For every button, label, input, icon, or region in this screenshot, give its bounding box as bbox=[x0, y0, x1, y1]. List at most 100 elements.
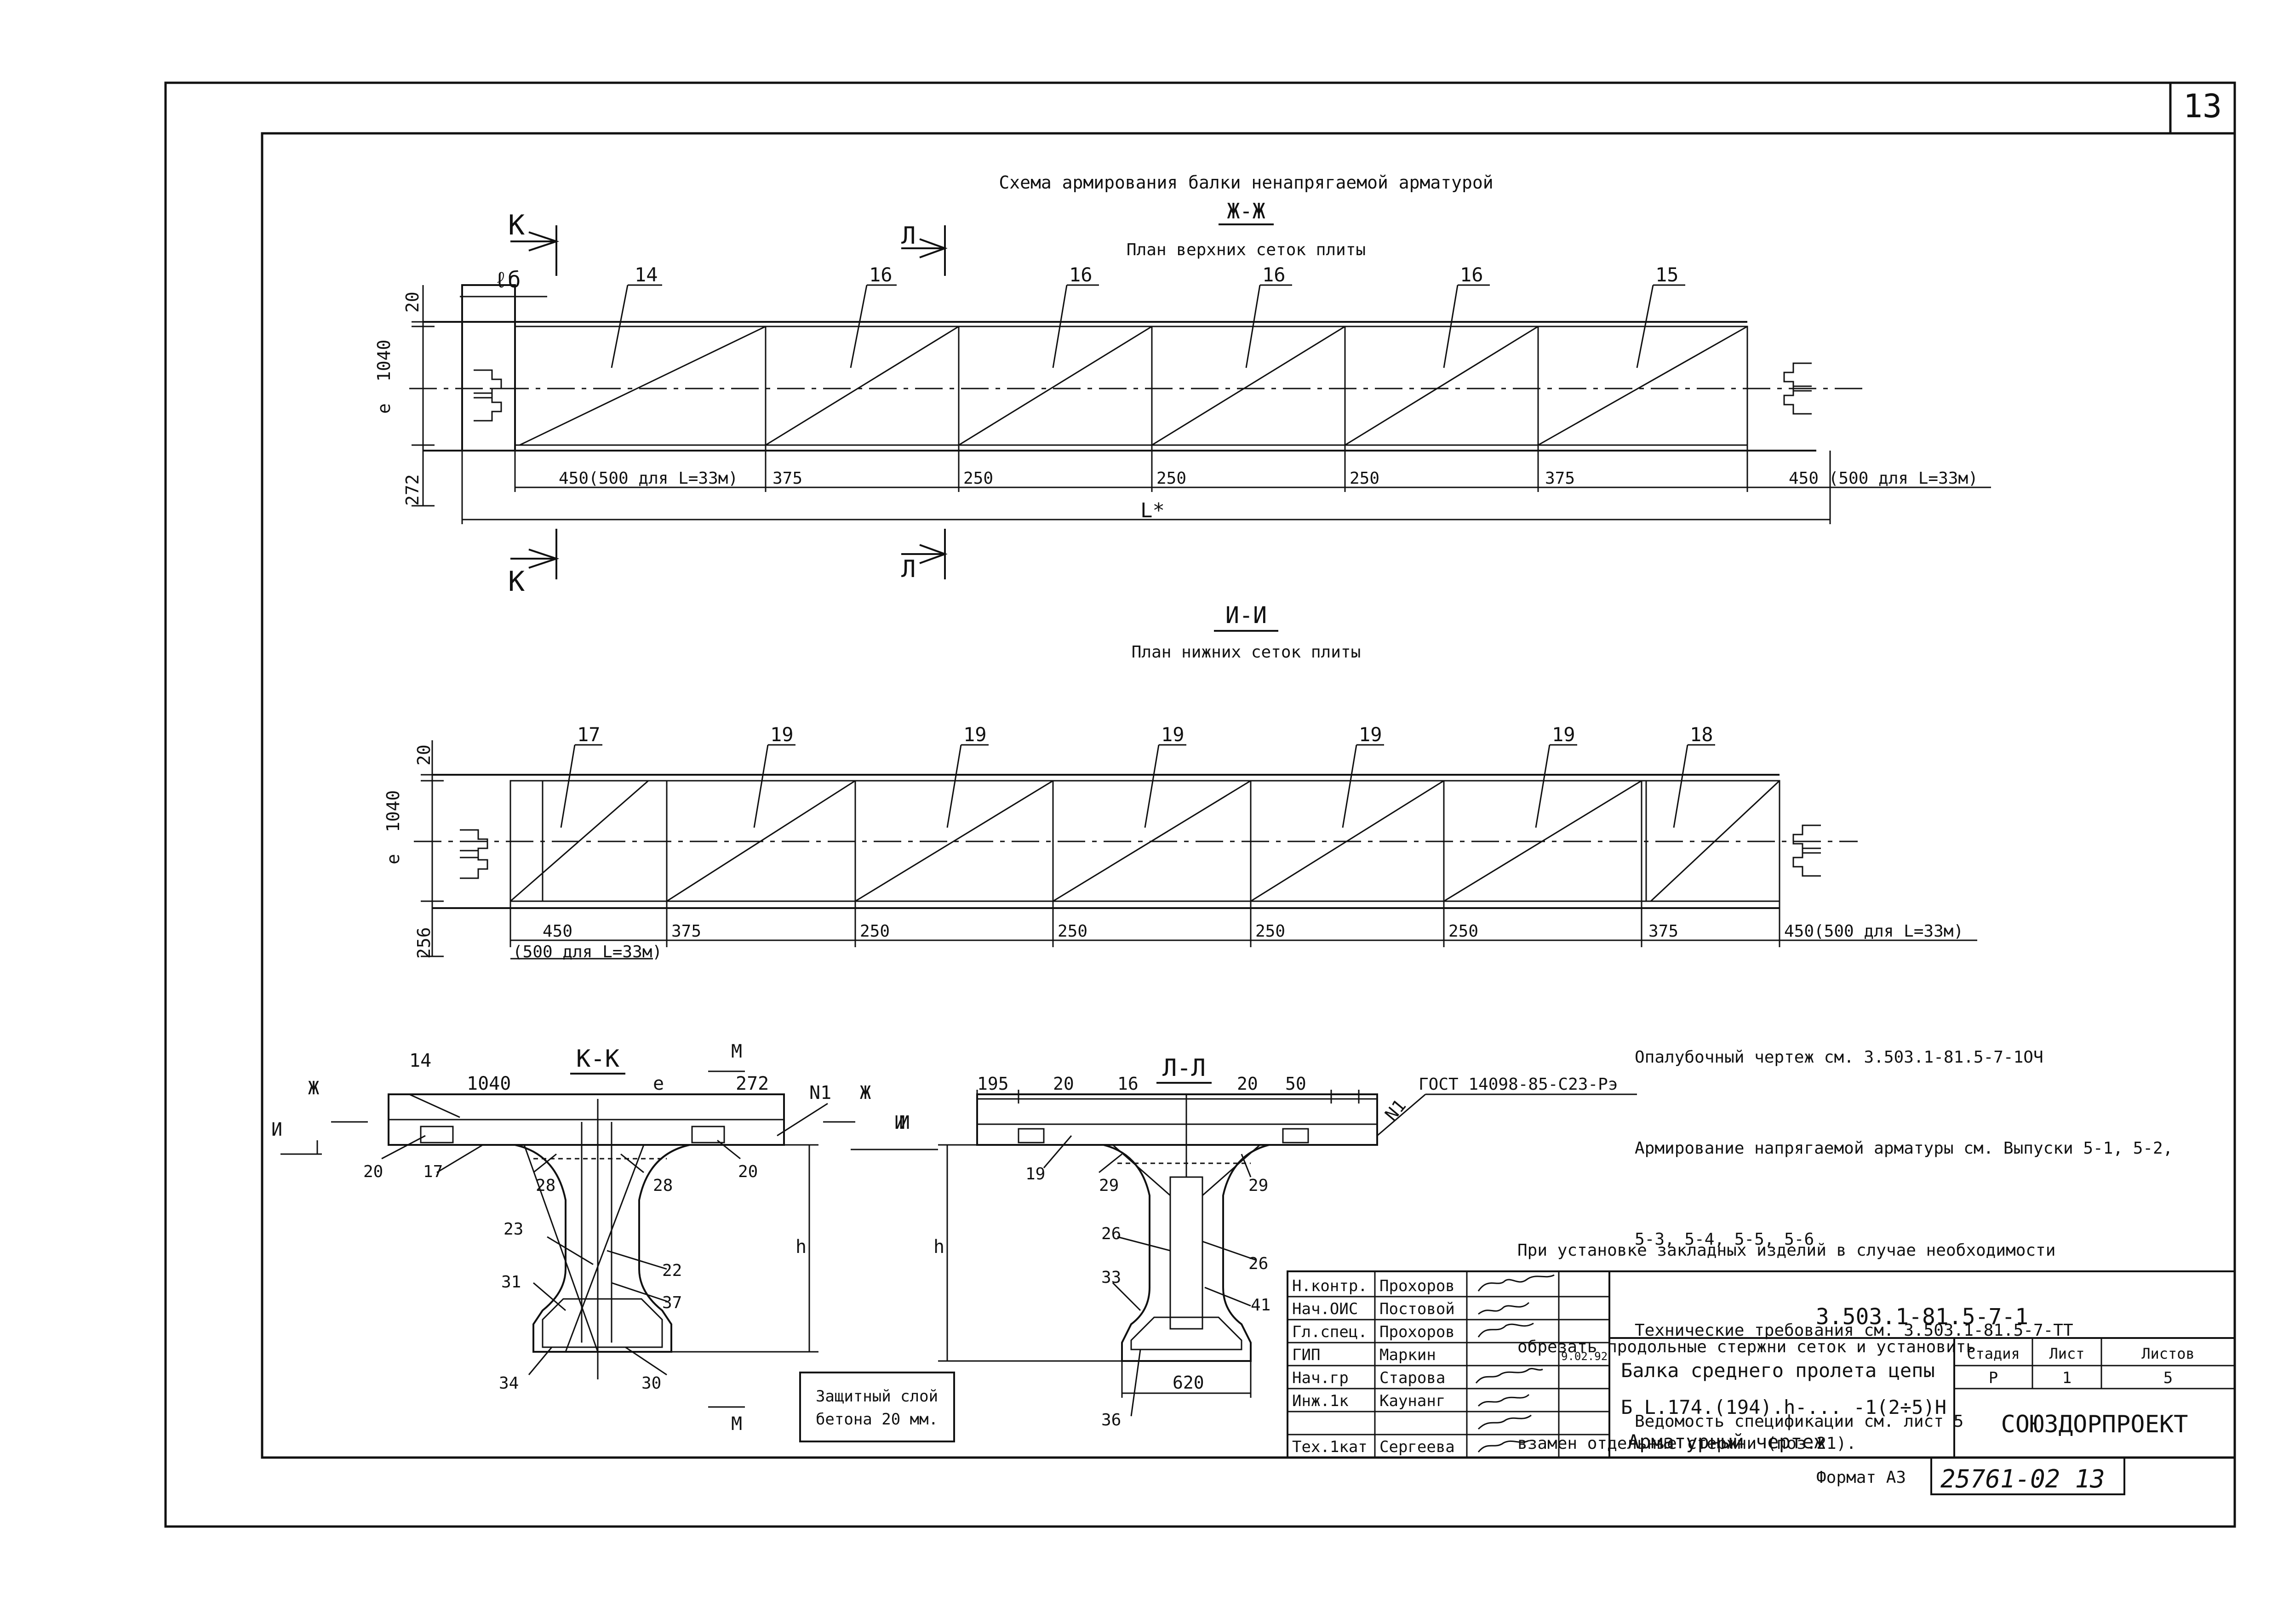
note-line-3: 5-3, 5-4, 5-5, 5-6 bbox=[1635, 1230, 1814, 1249]
bottom-dim-20: 20 bbox=[414, 744, 434, 766]
tb-role-4: ГИП bbox=[1292, 1346, 1320, 1364]
tb-doc-code: 3.503.1-81.5-7-1 bbox=[1816, 1304, 2028, 1330]
kk-pos-31: 31 bbox=[501, 1273, 521, 1292]
bottom-dim-extra: (500 для L=33м) bbox=[513, 943, 662, 961]
kk-pos-34: 34 bbox=[499, 1374, 519, 1393]
ll-pos-41: 41 bbox=[1251, 1296, 1270, 1315]
note-line-2: Армирование напрягаемой арматуры см. Вып… bbox=[1635, 1139, 2173, 1158]
sheet-code: 25761-02 13 bbox=[1940, 1464, 2105, 1493]
tb-role-1: Н.контр. bbox=[1292, 1277, 1368, 1295]
bottom-plan-subtitle: План нижних сеток плиты bbox=[1132, 643, 1361, 662]
section-kk-title: К-К bbox=[576, 1045, 620, 1073]
ll-gost-label: ГОСТ 14098-85-С23-Рэ bbox=[1419, 1075, 1618, 1094]
top-dim-b7: 450 (500 для L=33м) bbox=[1789, 469, 1978, 488]
bottom-dim-b5: 250 bbox=[1255, 922, 1285, 941]
section-mark-zh: Ж-Ж bbox=[1227, 199, 1265, 223]
kk-pos-23: 23 bbox=[504, 1220, 523, 1239]
bottom-cell-label-4: 19 bbox=[1161, 723, 1185, 746]
top-bottom-dims bbox=[461, 445, 1991, 524]
top-dim-e: e bbox=[374, 403, 394, 414]
tb-name-2: Постовой bbox=[1379, 1300, 1455, 1318]
kk-label-1040: 1040 bbox=[467, 1073, 511, 1094]
signatures bbox=[1475, 1274, 1555, 1452]
ll-pos-36: 36 bbox=[1101, 1411, 1121, 1430]
tb-name-6: Каунанг bbox=[1379, 1392, 1445, 1410]
kk-pos-30: 30 bbox=[641, 1374, 661, 1393]
cut-mark-k-bottom: К bbox=[508, 566, 525, 598]
note-line-5: Ведомость спецификации см. лист 5 bbox=[1635, 1412, 1964, 1431]
ll-label-195: 195 bbox=[977, 1074, 1009, 1094]
bottom-dim-b2: 375 bbox=[671, 922, 701, 941]
top-left-dims bbox=[412, 285, 435, 507]
bottom-dim-1040: 1040 bbox=[383, 790, 403, 832]
tb-name-5: Старова bbox=[1379, 1369, 1445, 1387]
tb-org: СОЮЗДОРПРОЕКТ bbox=[2001, 1411, 2188, 1438]
kk-pos-20-left: 20 bbox=[363, 1162, 383, 1181]
bottom-plan-beam bbox=[414, 774, 1858, 909]
tb-role-6: Инж.1к bbox=[1292, 1392, 1349, 1410]
section-ll-drawing bbox=[892, 1090, 1637, 1417]
ll-label-20-right: 20 bbox=[1237, 1074, 1258, 1094]
bottom-dim-256: 256 bbox=[414, 927, 434, 959]
tb-col-value-sheet: 1 bbox=[2062, 1369, 2072, 1387]
ll-pos-33: 33 bbox=[1101, 1268, 1121, 1287]
top-dim-b1: 450(500 для L=33м) bbox=[559, 469, 738, 488]
notes-block: Опалубочный чертеж см. 3.503.1-81.5-7-1О… bbox=[1635, 982, 2173, 1467]
ll-mark-i: И bbox=[899, 1112, 910, 1133]
ll-pos-19: 19 bbox=[1025, 1165, 1045, 1184]
tb-role-5: Нач.гр bbox=[1292, 1369, 1349, 1387]
top-subtitle: План верхних сеток плиты bbox=[1127, 240, 1366, 259]
top-cell-label-5: 16 bbox=[1460, 263, 1483, 286]
ll-label-50: 50 bbox=[1285, 1074, 1306, 1094]
tb-role-2: Нач.ОИС bbox=[1292, 1300, 1358, 1318]
bottom-cell-label-5: 19 bbox=[1359, 723, 1382, 746]
top-dim-20: 20 bbox=[402, 292, 423, 313]
bottom-cell-label-7: 18 bbox=[1690, 723, 1713, 746]
top-cell-label-2: 16 bbox=[869, 263, 893, 286]
tb-col-header-sheet: Лист bbox=[2049, 1345, 2084, 1362]
lb-label: ℓб bbox=[494, 267, 521, 293]
kk-pos-17: 17 bbox=[423, 1162, 443, 1181]
tb-name-4: Маркин bbox=[1379, 1346, 1436, 1364]
tb-title-line-1: Балка среднего пролета цепы bbox=[1621, 1359, 1935, 1382]
kk-label-n1: N1 bbox=[809, 1082, 831, 1104]
section-ll-title: Л-Л bbox=[1162, 1054, 1206, 1082]
cut-mark-l-top: Л bbox=[901, 222, 916, 250]
kk-mark-m-top: М bbox=[731, 1041, 742, 1062]
ll-pos-26-right: 26 bbox=[1248, 1254, 1268, 1273]
tb-name-3: Прохоров bbox=[1379, 1323, 1455, 1341]
top-dim-272: 272 bbox=[402, 474, 423, 506]
top-plan-beam bbox=[409, 284, 1862, 452]
kk-pos-22: 22 bbox=[662, 1261, 682, 1280]
bottom-dim-b6: 250 bbox=[1448, 922, 1478, 941]
bottom-cell-label-3: 19 bbox=[963, 723, 987, 746]
note-line-4: Технические требования см. 3.503.1-81.5-… bbox=[1635, 1321, 2073, 1340]
bottom-cell-label-1: 17 bbox=[577, 723, 601, 746]
bottom-dim-b1: 450 bbox=[543, 922, 572, 941]
top-dim-1040: 1040 bbox=[374, 339, 394, 382]
cut-mark-l-bottom: Л bbox=[901, 555, 916, 583]
bottom-bottom-dims bbox=[509, 901, 1977, 960]
kk-mark-zh-right: Ж bbox=[860, 1082, 871, 1104]
bottom-cell-label-2: 19 bbox=[770, 723, 794, 746]
corner-box bbox=[2169, 81, 2236, 135]
section-mark-i: И-И bbox=[1225, 602, 1267, 629]
kk-pos-28-right: 28 bbox=[653, 1176, 673, 1195]
ll-label-n1: N1 bbox=[1381, 1095, 1410, 1124]
top-dim-b3: 250 bbox=[963, 469, 993, 488]
installation-note: При установке закладных изделий в случае… bbox=[1517, 1170, 2055, 1492]
corner-number: 13 bbox=[2183, 87, 2222, 125]
protective-layer-line1: Защитный слой bbox=[816, 1387, 938, 1406]
tb-col-value-sheets: 5 bbox=[2163, 1369, 2173, 1387]
tb-role-3: Гл.спец. bbox=[1292, 1323, 1368, 1341]
kk-label-14: 14 bbox=[409, 1050, 431, 1071]
tb-name-7: Сергеева bbox=[1379, 1438, 1455, 1456]
kk-h-label: h bbox=[795, 1236, 807, 1258]
top-length-label: L* bbox=[1140, 499, 1165, 522]
kk-pos-20-right: 20 bbox=[738, 1162, 758, 1181]
top-heading: Схема армирования балки ненапрягаемой ар… bbox=[999, 172, 1493, 193]
note-line-1: Опалубочный чертеж см. 3.503.1-81.5-7-1О… bbox=[1635, 1048, 2043, 1067]
top-dim-b5: 250 bbox=[1350, 469, 1379, 488]
protective-layer-line2: бетона 20 мм. bbox=[816, 1410, 938, 1429]
kk-mark-m-bottom: М bbox=[731, 1413, 742, 1435]
